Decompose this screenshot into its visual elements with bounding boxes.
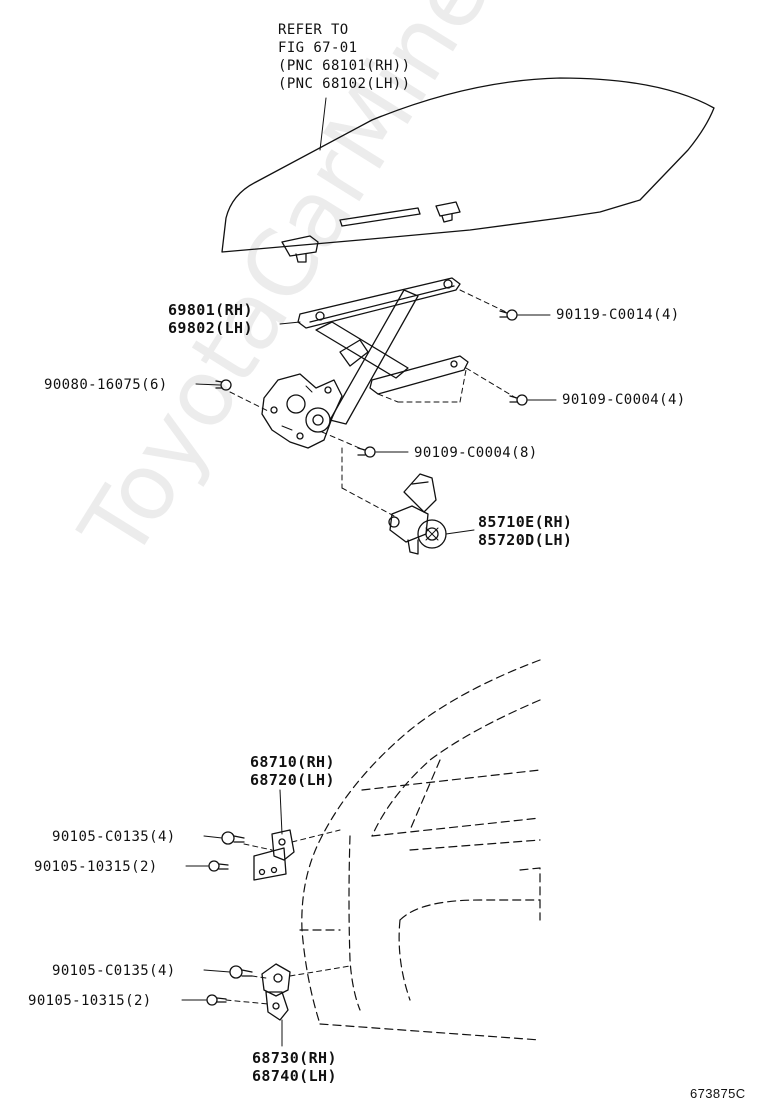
label-motor-rh: 85710E(RH) bbox=[478, 513, 573, 531]
bolts-lower bbox=[206, 831, 253, 1006]
door-glass bbox=[221, 77, 715, 263]
label-hinge-upper-rh: 68710(RH) bbox=[250, 753, 335, 771]
label-bolt-90105-c0135-lower: 90105-C0135(4) bbox=[52, 963, 176, 979]
label-hinge-lower-rh: 68730(RH) bbox=[252, 1049, 337, 1067]
dashed-leaders-upper bbox=[229, 289, 517, 517]
label-bolt-90105-10315-upper: 90105-10315(2) bbox=[34, 859, 158, 875]
glass-ref-line1: REFER TO bbox=[278, 22, 349, 38]
label-bolt-90105-c0135-upper: 90105-C0135(4) bbox=[52, 829, 176, 845]
glass-ref-line4: (PNC 68102(LH)) bbox=[278, 76, 411, 92]
glass-ref-line3: (PNC 68101(RH)) bbox=[278, 58, 411, 74]
leaders-lower bbox=[181, 789, 283, 1047]
door-frame-outline bbox=[299, 659, 541, 1041]
leaders-upper bbox=[195, 314, 557, 535]
window-regulator bbox=[261, 277, 469, 449]
label-bolt-90080-16075: 90080-16075(6) bbox=[44, 377, 168, 393]
label-hinge-lower-lh: 68740(LH) bbox=[252, 1067, 337, 1085]
label-bolt-90119-c0014: 90119-C0014(4) bbox=[556, 307, 680, 323]
dashed-leaders-lower bbox=[225, 829, 351, 1005]
label-regulator-lh: 69802(LH) bbox=[168, 319, 253, 337]
label-bolt-90105-10315-lower: 90105-10315(2) bbox=[28, 993, 152, 1009]
label-regulator-rh: 69801(RH) bbox=[168, 301, 253, 319]
label-bolt-90109-c0004-4: 90109-C0004(4) bbox=[562, 392, 686, 408]
label-bolt-90109-c0004-8: 90109-C0004(8) bbox=[414, 445, 538, 461]
lower-door-hinge bbox=[261, 963, 291, 1021]
label-hinge-upper-lh: 68720(LH) bbox=[250, 771, 335, 789]
regulator-motor bbox=[388, 473, 447, 555]
glass-ref-line2: FIG 67-01 bbox=[278, 40, 358, 56]
figure-code: 673875C bbox=[690, 1086, 746, 1101]
upper-door-hinge bbox=[253, 829, 295, 881]
label-motor-lh: 85720D(LH) bbox=[478, 531, 573, 549]
